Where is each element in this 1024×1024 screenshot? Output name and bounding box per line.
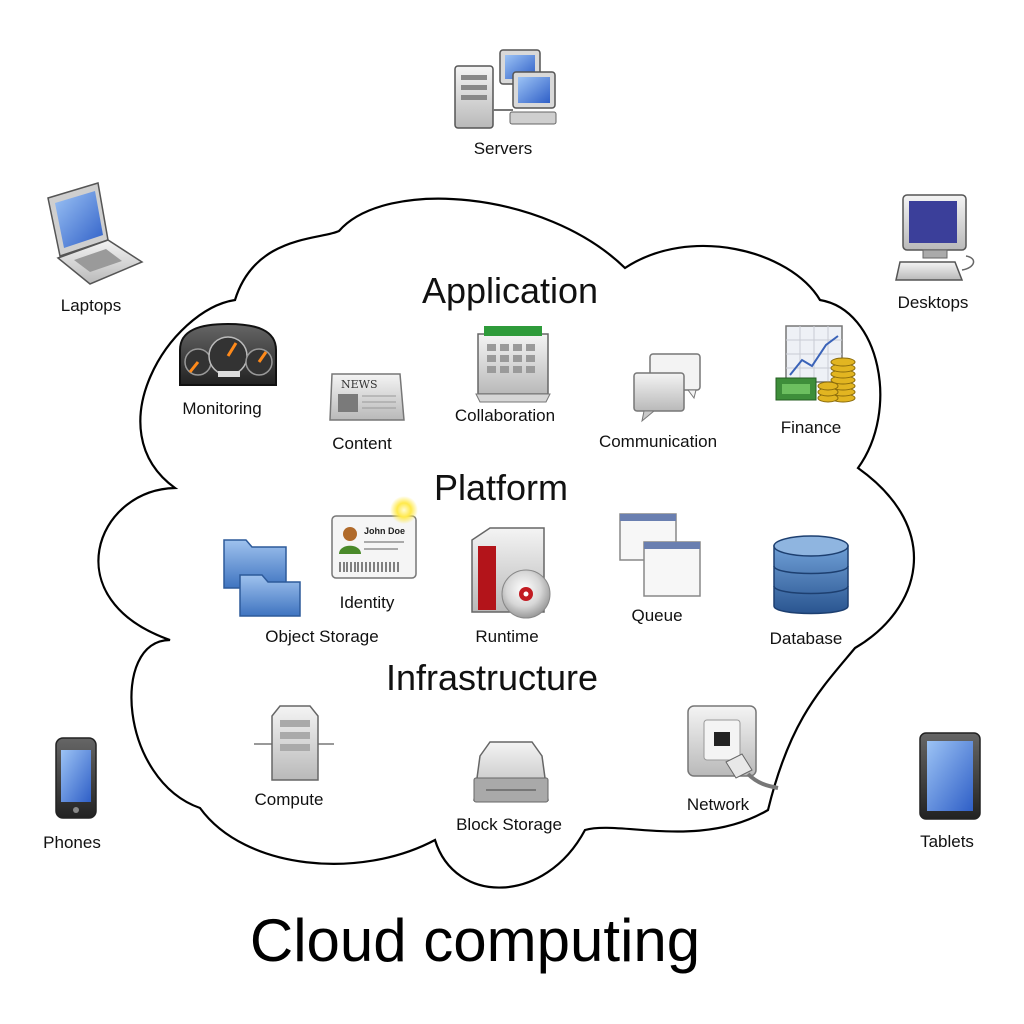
queue-label: Queue: [631, 606, 683, 625]
laptop-icon: [47, 182, 144, 285]
section-platform-heading: Platform: [433, 467, 569, 508]
database-label: Database: [769, 629, 843, 648]
hard-drive-icon: [473, 741, 549, 803]
phones-label: Phones: [43, 833, 101, 852]
monitoring-label: Monitoring: [182, 399, 262, 418]
communication-label: Communication: [598, 432, 718, 451]
chat-bubbles-icon: [633, 353, 701, 423]
id-card-icon: John Doe: [331, 496, 418, 579]
phone-icon: [55, 737, 97, 819]
section-application-heading: Application: [421, 270, 599, 311]
calendar-icon: [475, 326, 551, 403]
database-icon: [773, 535, 849, 615]
newspaper-text: NEWS: [341, 378, 378, 391]
finance-label: Finance: [780, 418, 842, 437]
id-card-name: John Doe: [364, 526, 405, 536]
desktops-label: Desktops: [897, 293, 969, 312]
network-jack-icon: [687, 705, 779, 790]
block-storage-label: Block Storage: [456, 815, 562, 834]
content-label: Content: [332, 434, 392, 453]
stacked-windows-icon: [619, 513, 701, 597]
servers-icon: [454, 49, 557, 129]
compute-label: Compute: [254, 790, 324, 809]
network-label: Network: [686, 795, 750, 814]
finance-chart-money-icon: [775, 325, 856, 403]
tablets-label: Tablets: [920, 832, 974, 851]
collaboration-label: Collaboration: [454, 406, 556, 425]
diagram-title: Cloud computing: [249, 907, 701, 974]
newspaper-icon: NEWS: [329, 373, 405, 421]
section-infrastructure-heading: Infrastructure: [385, 657, 599, 698]
dashboard-gauge-icon: [179, 322, 277, 386]
folders-icon: [223, 539, 301, 617]
server-tower-icon: [254, 705, 334, 781]
tablet-icon: [919, 732, 981, 820]
desktop-icon: [895, 194, 975, 281]
runtime-box-disc-icon: [471, 527, 551, 619]
identity-label: Identity: [339, 593, 395, 612]
servers-label: Servers: [473, 139, 533, 158]
runtime-label: Runtime: [475, 627, 539, 646]
laptops-label: Laptops: [60, 296, 122, 315]
object-storage-label: Object Storage: [265, 627, 379, 646]
